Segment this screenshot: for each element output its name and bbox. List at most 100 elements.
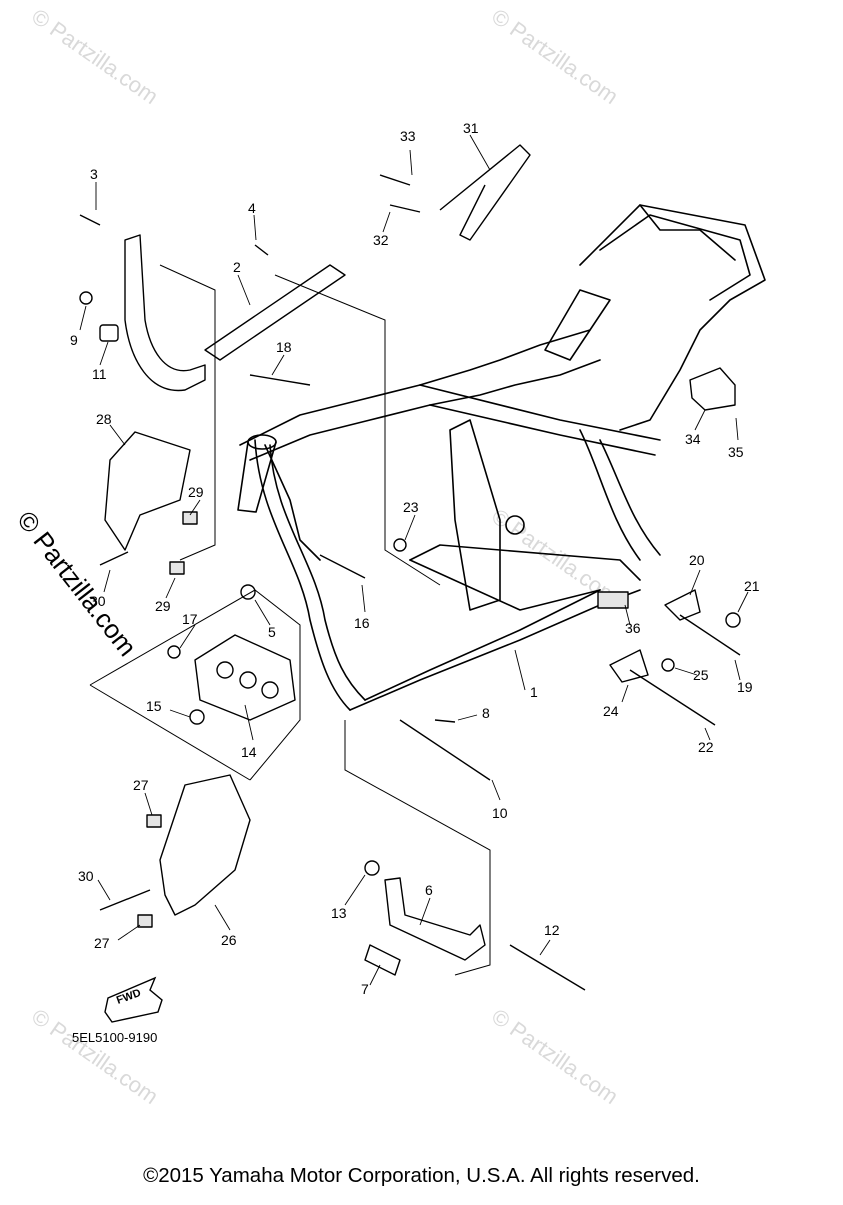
rear-frame-inner [599, 214, 751, 301]
part-label-7 [364, 944, 401, 976]
frame-bottom-cross [409, 544, 641, 581]
part-engine-mount-14 [194, 634, 296, 721]
callout-29a: 29 [188, 484, 204, 500]
copyright-notice: ©2015 Yamaha Motor Corporation, U.S.A. A… [143, 1164, 700, 1187]
callout-5: 5 [268, 624, 276, 640]
callout-4: 4 [248, 200, 256, 216]
part-nut-5 [240, 584, 256, 600]
callout-12: 12 [544, 922, 560, 938]
top-tube-upper [239, 329, 591, 446]
callout-23: 23 [403, 499, 419, 515]
callout-8: 8 [482, 705, 490, 721]
mid-rail-upper [419, 384, 661, 441]
part-label-29a [182, 511, 198, 525]
rear-down-tube-inner [599, 439, 661, 556]
callout-32: 32 [373, 232, 389, 248]
callout-14: 14 [241, 744, 257, 760]
callout-31: 31 [463, 120, 479, 136]
cross-rail [409, 559, 601, 611]
lower-rail-right [349, 589, 641, 711]
part-nut-15 [189, 709, 205, 725]
part-mount-hole-b [239, 671, 257, 689]
part-bracket-24 [609, 649, 649, 683]
part-bolt-19 [679, 614, 741, 656]
callout-2: 2 [233, 259, 241, 275]
callout-27a: 27 [133, 777, 149, 793]
rear-strut [544, 289, 611, 361]
part-bolt-33 [379, 174, 411, 186]
part-cover-26 [159, 774, 251, 916]
callout-15: 15 [146, 698, 162, 714]
part-washer-13 [364, 860, 380, 876]
watermark-top-left: © Partzilla.com [27, 4, 163, 110]
part-collar-11 [99, 324, 119, 342]
watermark-top-right: © Partzilla.com [487, 4, 623, 110]
part-bolt-32 [389, 204, 421, 213]
callout-26: 26 [221, 932, 237, 948]
part-stay-31 [439, 144, 531, 241]
steering-head [237, 441, 277, 513]
part-washer-23 [393, 538, 407, 552]
steering-head-top [247, 434, 277, 450]
part-label-36 [597, 591, 629, 609]
callout-24: 24 [603, 703, 619, 719]
callout-35: 35 [728, 444, 744, 460]
callout-11: 11 [92, 366, 107, 382]
part-bolt-12 [509, 944, 586, 991]
part-cover-28 [104, 431, 191, 551]
callout-36: 36 [625, 620, 641, 636]
callout-20: 20 [689, 552, 705, 568]
part-label-27b [137, 914, 153, 928]
leader-lines [79, 134, 749, 986]
callout-13: 13 [331, 905, 347, 921]
callouts: 3 4 2 33 31 32 18 9 11 28 29 34 35 23 16… [70, 120, 760, 997]
lower-rail-left [364, 589, 601, 701]
part-bolt-30a [99, 551, 129, 566]
part-label-29b [169, 561, 185, 575]
small-parts [79, 144, 741, 991]
part-bolt-25 [661, 658, 675, 672]
callout-9: 9 [70, 332, 78, 348]
callout-22: 22 [698, 739, 714, 755]
part-bolt-10 [399, 719, 491, 781]
part-crossmember-2 [204, 264, 346, 361]
callout-16: 16 [354, 615, 370, 631]
down-tube-front [254, 439, 351, 711]
group-boxes [89, 264, 491, 976]
part-bracket-34 [689, 367, 736, 411]
watermark-side: © Partzilla.com [11, 505, 143, 662]
box-engine-mount [89, 589, 301, 781]
part-bolt-16 [319, 554, 366, 579]
rear-frame-outline [579, 204, 766, 431]
callout-25: 25 [693, 667, 709, 683]
part-bolt-4 [254, 244, 269, 256]
callout-1: 1 [530, 684, 538, 700]
callout-6: 6 [425, 882, 433, 898]
frame-drawing [237, 204, 766, 711]
down-tube-rear [269, 444, 366, 701]
callout-33: 33 [400, 128, 416, 144]
part-mount-hole-c [261, 681, 279, 699]
callout-34: 34 [685, 431, 701, 447]
callout-10: 10 [492, 805, 508, 821]
fwd-arrow: FWD [104, 976, 163, 1023]
watermark-bottom-right: © Partzilla.com [487, 1004, 623, 1110]
drawing-code: 5EL5100-9190 [72, 1030, 157, 1045]
fwd-arrow-shape [104, 976, 163, 1023]
callout-18: 18 [276, 339, 292, 355]
part-bolt-30b [99, 889, 151, 911]
callout-29b: 29 [155, 598, 171, 614]
part-bolt-3 [79, 214, 101, 226]
callout-21: 21 [744, 578, 760, 594]
part-bracket-20 [664, 589, 701, 621]
part-bolt-18 [249, 374, 311, 386]
callout-27b: 27 [94, 935, 110, 951]
part-label-27a [146, 814, 162, 828]
callout-30a: 30 [90, 593, 106, 609]
rear-fender-rib [639, 204, 736, 261]
part-bolt-8 [434, 719, 456, 723]
rear-down-tube [579, 429, 641, 561]
top-tube-lower [249, 359, 601, 461]
part-bolt-9 [79, 291, 93, 305]
